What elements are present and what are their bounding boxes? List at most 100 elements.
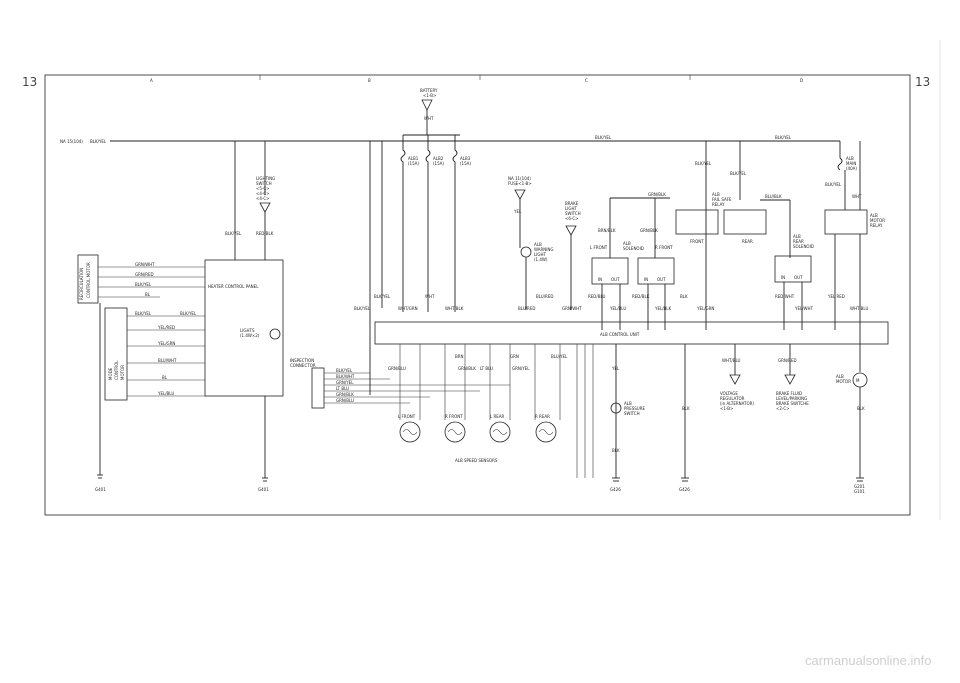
svg-text:GRN/BLK: GRN/BLK: [458, 366, 476, 371]
mode-motor-label3: MOTOR: [120, 365, 125, 380]
lighting-switch-label: LIGHTING SWITCH <5-C> <4-C> <4-C>: [256, 176, 275, 201]
speed-sensors-label: ALB SPEED SENSORS: [455, 458, 498, 463]
wire-wht-blu: WHT/BLU: [722, 358, 741, 363]
svg-text:INSPECTION: INSPECTION: [290, 358, 314, 363]
svg-text:GRN/BLU: GRN/BLU: [336, 398, 354, 403]
wire-wht-blk: WHT/BLK: [445, 306, 464, 311]
svg-text:(15A): (15A): [433, 161, 444, 166]
wire-grn-wht: GRN/WHT: [562, 306, 582, 311]
panel-light-bulb: [269, 328, 281, 340]
svg-text:BRAKE SWITCHE: BRAKE SWITCHE: [776, 401, 809, 406]
alb-control-unit: [374, 321, 889, 345]
alb-fuses: ALB1 (15A) ALB2 (15A) ALB3 (15A): [400, 134, 471, 312]
wire-yel-blu: YEL/BLU: [609, 306, 626, 311]
alb-motor-label: ALB MOTOR: [836, 374, 851, 384]
svg-text:RELAY: RELAY: [712, 202, 725, 207]
wire-yel-grn: YEL/GRN: [696, 306, 714, 311]
heater-control-panel: [204, 259, 284, 397]
zone-b: B: [368, 78, 371, 83]
svg-text:ALB: ALB: [846, 156, 854, 161]
svg-text:LIGHT: LIGHT: [534, 252, 547, 257]
wire-blk-yel-relay2: BLK/YEL: [730, 171, 747, 176]
ground-g101: G101: [854, 489, 865, 494]
svg-text:MOTOR: MOTOR: [836, 379, 851, 384]
wire-wht-main: WHT: [852, 194, 862, 199]
zone-c: C: [585, 78, 588, 83]
svg-text:ALB: ALB: [836, 374, 844, 379]
alb-control-unit-label: ALB CONTROL UNIT: [600, 332, 640, 337]
svg-text:OUT: OUT: [611, 277, 620, 282]
alb-main-fuse-label: ALB MAIN (40A): [846, 156, 857, 171]
lighting-switch-symbol: [259, 202, 271, 213]
svg-text:BLK/YEL: BLK/YEL: [135, 311, 152, 316]
solenoid-label2: SOLENOID: [623, 246, 644, 251]
svg-text:(15A): (15A): [460, 161, 471, 166]
wire-blk-yel-ls: BLK/YEL: [225, 231, 242, 236]
battery-symbol: [421, 99, 433, 111]
rear-solenoid: [774, 255, 812, 283]
fail-safe-relay-front: [675, 209, 719, 235]
svg-text:R FRONT: R FRONT: [445, 414, 463, 419]
rear-solenoid-label: ALB REAR SOLENOID: [793, 234, 814, 249]
alb-warning-light: [520, 246, 532, 258]
ground-g401b: G401: [258, 487, 269, 492]
svg-text:ALB: ALB: [624, 401, 632, 406]
wire-red-wht: RED/WHT: [775, 294, 795, 299]
svg-text:ALB: ALB: [712, 192, 720, 197]
wire-blk-yel-relay: BLK/YEL: [695, 161, 712, 166]
svg-text:<4-C>: <4-C>: [256, 196, 269, 201]
speed-sensor-l-front: L FRONT: [398, 414, 421, 443]
watermark: carmanualsonline.info: [805, 653, 931, 668]
heater-panel-label: HEATER CONTROL PANEL: [208, 284, 259, 289]
svg-text:ALB: ALB: [534, 242, 542, 247]
svg-text:CONNECTOR: CONNECTOR: [290, 363, 316, 368]
wire-yel-red: YEL RED: [827, 294, 845, 299]
bus-blk-yel-d: BLK/YEL: [775, 135, 792, 140]
inspection-connector: [311, 367, 325, 409]
svg-text:YEL/RED: YEL/RED: [157, 325, 175, 330]
wire-blk: BLK: [680, 294, 688, 299]
page-number-right: 13: [915, 75, 930, 89]
sol-r-front: R FRONT: [655, 245, 673, 250]
svg-text:BLU/WHT: BLU/WHT: [158, 358, 177, 363]
solenoid-right: [637, 257, 675, 285]
alb-warning-label: ALB WARNING LIGHT (1.4W): [534, 242, 554, 262]
sensor-wire-labels: GRN/BLU BRN GRN/BLK GRN LT BLU GRN/YEL B…: [388, 354, 568, 371]
motor-m: M: [856, 378, 860, 383]
svg-text:ALB: ALB: [793, 234, 801, 239]
pressure-switch-label: ALB PRESSURE SWITCH: [624, 401, 646, 416]
recirc-motor-label: RECIRCULATION: [79, 268, 84, 300]
svg-text:ALB3: ALB3: [460, 156, 471, 161]
svg-text:IN: IN: [644, 277, 648, 282]
svg-text:OUT: OUT: [794, 275, 803, 280]
na-fuse-label: NA 15(104): [60, 139, 83, 144]
recirculation-control-motor: [77, 254, 99, 304]
svg-text:SOLENOID: SOLENOID: [793, 244, 814, 249]
svg-text:BL: BL: [162, 375, 168, 380]
alb-motor-relay: [824, 209, 868, 235]
voltage-regulator-label: VOLTAGE REGULATOR (in ALTERNATOR) <1-B>: [720, 391, 754, 411]
wire-yel: YEL: [513, 209, 522, 214]
wire-red-blk-2: RED/BLK: [632, 294, 650, 299]
svg-text:FUSE<1-B>: FUSE<1-B>: [508, 181, 532, 186]
speed-sensor-r-rear: R REAR: [535, 414, 557, 443]
svg-text:BLK/YEL: BLK/YEL: [135, 282, 152, 287]
svg-text:GRN/YEL: GRN/YEL: [336, 380, 354, 385]
svg-text:BRAKE FLUID: BRAKE FLUID: [776, 391, 802, 396]
svg-text:OUT: OUT: [657, 277, 666, 282]
wire-wht-2: WHT: [425, 294, 435, 299]
svg-text:NA 11(104): NA 11(104): [508, 176, 531, 181]
svg-text:GRN/YEL: GRN/YEL: [512, 366, 530, 371]
svg-text:(in ALTERNATOR): (in ALTERNATOR): [720, 401, 754, 406]
lights-rating: (1.4W×2): [240, 333, 260, 338]
svg-text:BRAKE: BRAKE: [565, 201, 579, 206]
svg-text:REAR: REAR: [793, 239, 804, 244]
wire-red-blk-ls: RED/BLK: [256, 231, 274, 236]
svg-text:VOLTAGE: VOLTAGE: [720, 391, 738, 396]
motor-relay-label: ALB MOTOR RELAY: [870, 213, 885, 228]
svg-text:L FRONT: L FRONT: [398, 414, 416, 419]
svg-text:(40A): (40A): [846, 166, 857, 171]
wire-yel-blk: YEL/BLK: [654, 306, 672, 311]
